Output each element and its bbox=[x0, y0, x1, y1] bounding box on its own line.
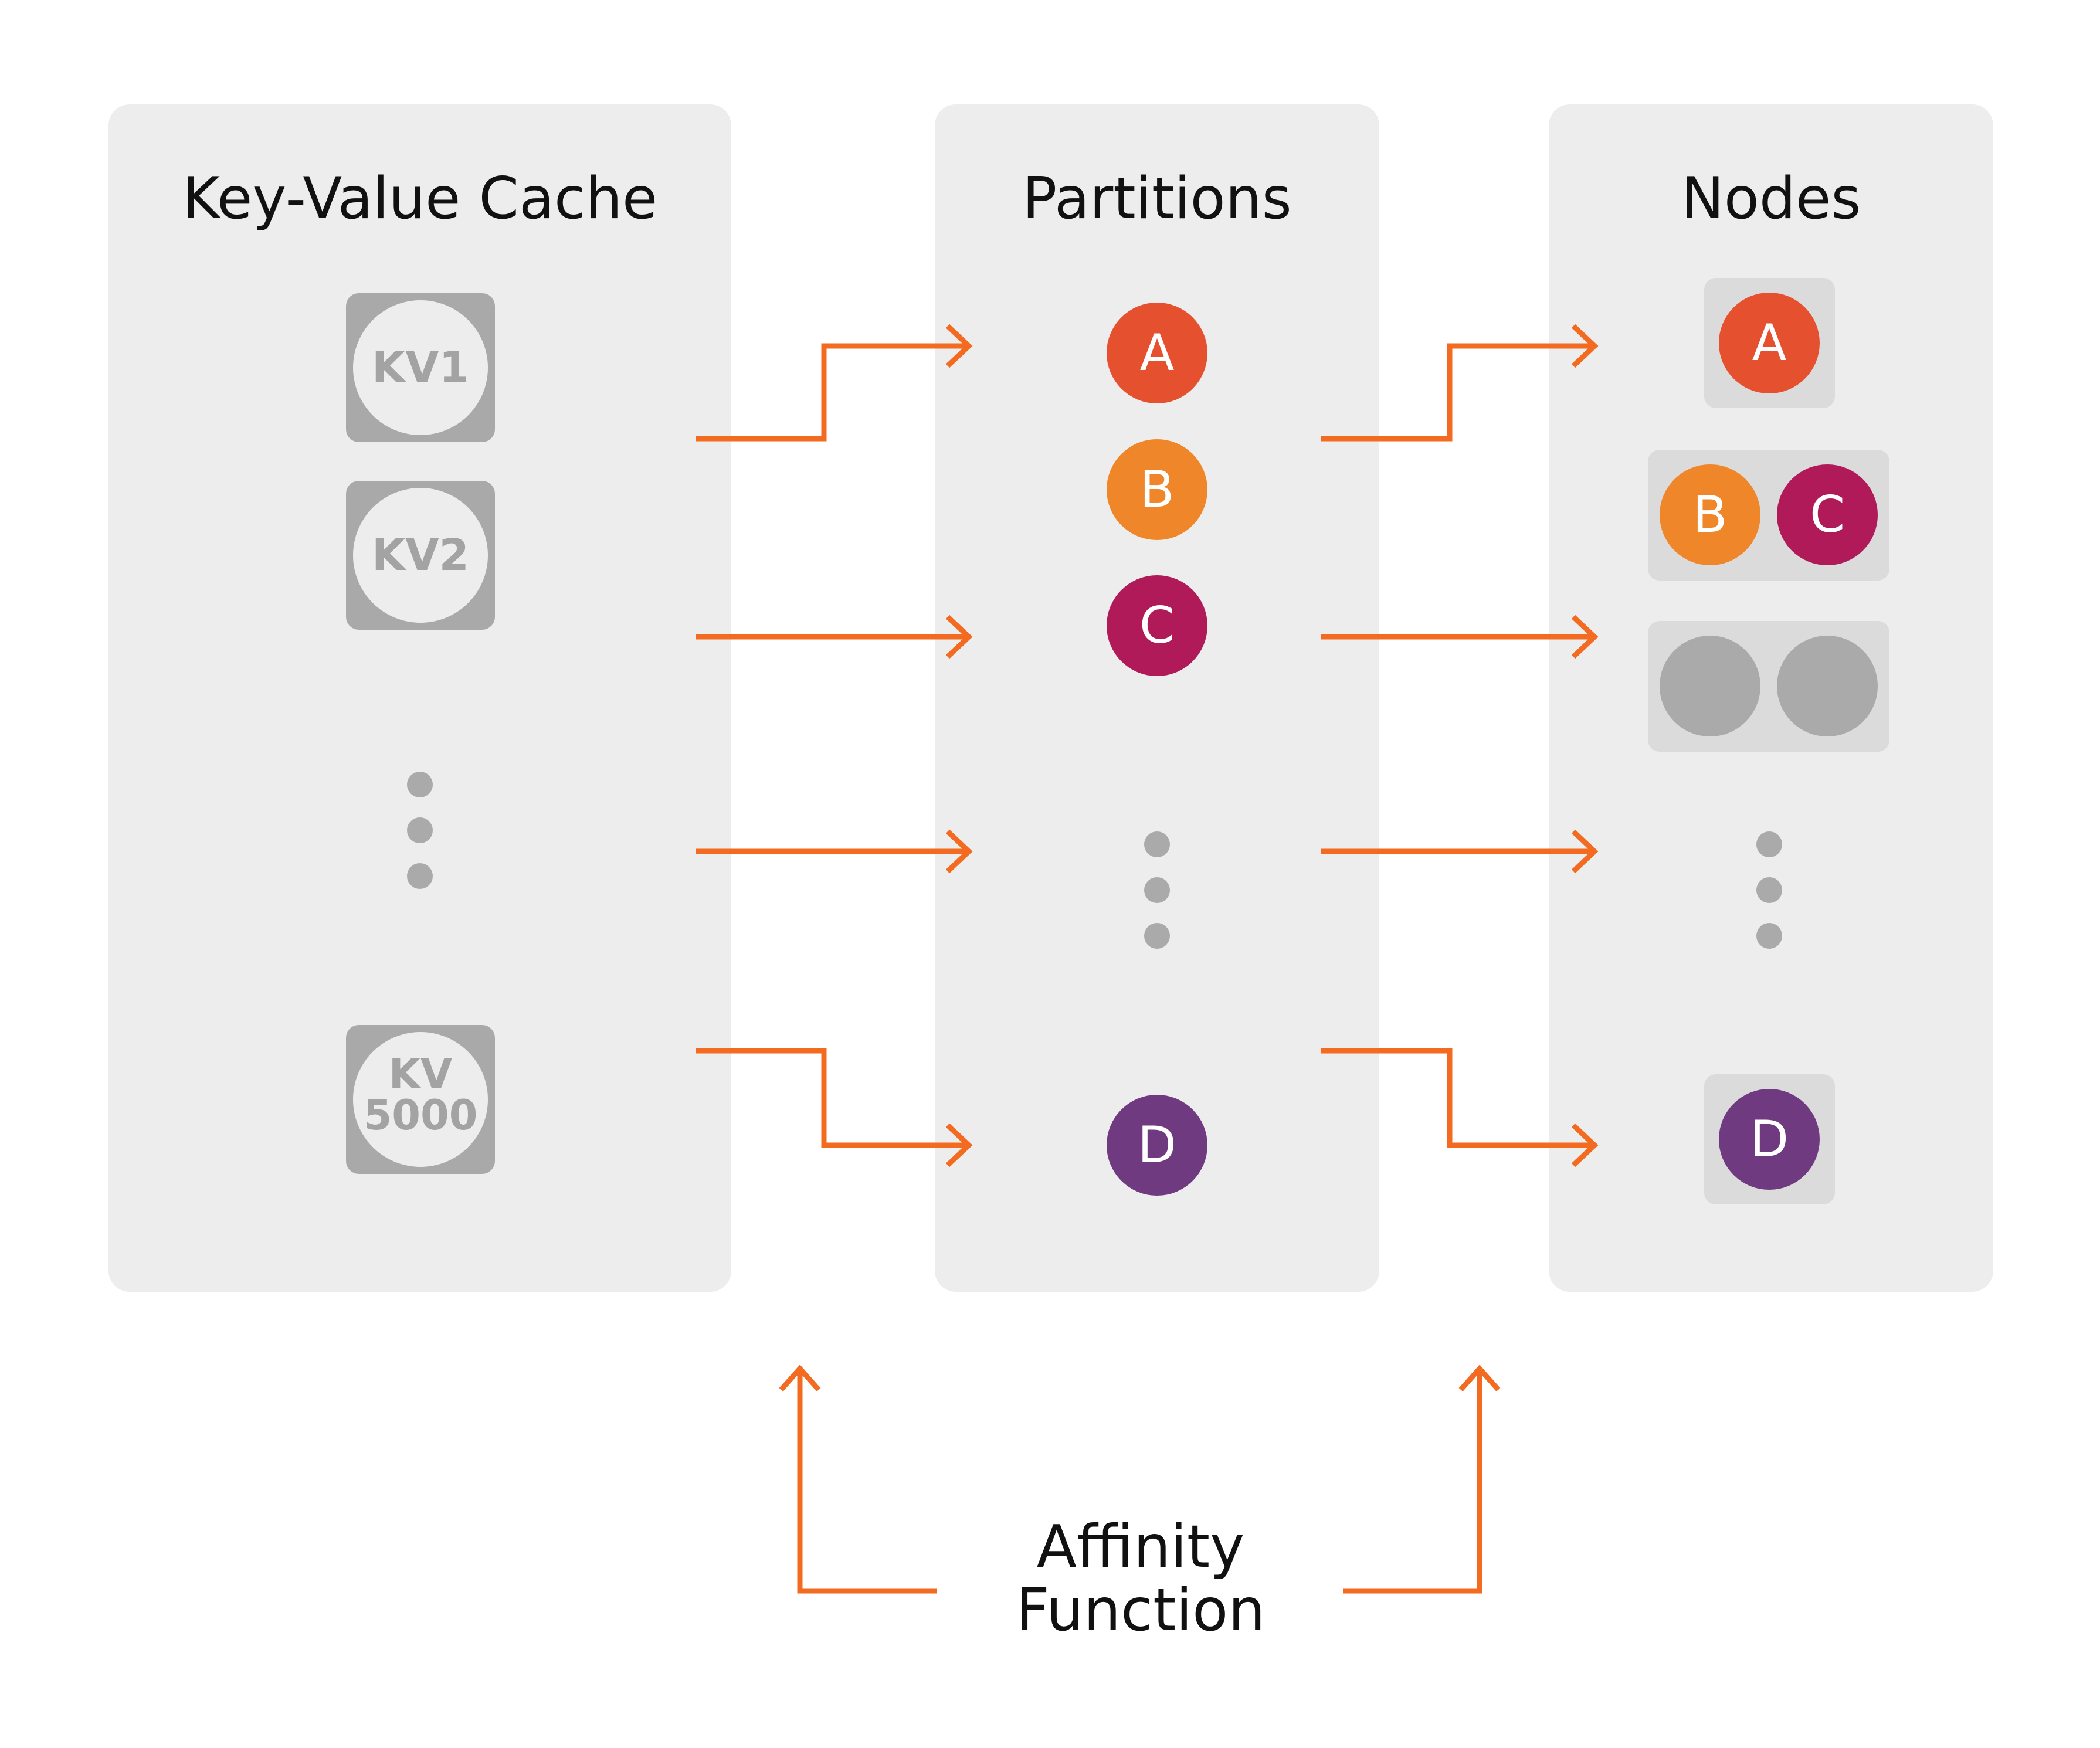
node-1-partition-a-label: A bbox=[1752, 314, 1787, 372]
node-3-empty-slot-2 bbox=[1777, 636, 1878, 736]
node-2-partition-c-label: C bbox=[1810, 486, 1845, 544]
arrow-to-node-ellipsis bbox=[1321, 829, 1599, 874]
affinity-label-line2: Function bbox=[1016, 1576, 1265, 1644]
key-label-kv1: KV1 bbox=[372, 342, 469, 393]
arrow-to-partition-ellipsis bbox=[696, 829, 973, 874]
key-label-kv5000-line2: 5000 bbox=[364, 1091, 478, 1139]
arrow-to-partition-c bbox=[696, 615, 973, 659]
node-3 bbox=[1648, 621, 1889, 752]
cache-title: Key-Value Cache bbox=[182, 165, 658, 232]
partitions-title: Partitions bbox=[1022, 165, 1291, 232]
key-entry-kv2: KV2 bbox=[346, 481, 495, 630]
partition-c-label: C bbox=[1139, 596, 1175, 655]
partition-ellipsis bbox=[1144, 831, 1170, 949]
partition-b-label: B bbox=[1140, 460, 1175, 519]
node-4: D bbox=[1704, 1074, 1835, 1204]
partition-d: D bbox=[1107, 1095, 1207, 1196]
arrow-partition-a-to-node-1 bbox=[1321, 324, 1599, 442]
partitions-panel bbox=[935, 104, 1379, 1292]
node-2: B C bbox=[1648, 450, 1889, 581]
affinity-arrow-right bbox=[1343, 1365, 1501, 1594]
arrow-kv5000-to-partition-d bbox=[696, 1048, 973, 1167]
node-3-empty-slot-1 bbox=[1660, 636, 1760, 736]
key-label-kv5000-line1: KV bbox=[389, 1050, 452, 1098]
node-1: A bbox=[1704, 278, 1835, 408]
affinity-arrow-left bbox=[779, 1365, 937, 1594]
key-entry-kv5000: KV 5000 bbox=[346, 1025, 495, 1174]
affinity-label-line1: Affinity bbox=[1037, 1512, 1245, 1581]
arrow-partition-d-to-node-4 bbox=[1321, 1048, 1599, 1167]
partition-a: A bbox=[1107, 303, 1207, 403]
key-label-kv2: KV2 bbox=[372, 530, 469, 581]
nodes-title: Nodes bbox=[1681, 165, 1861, 232]
partition-a-label: A bbox=[1140, 324, 1175, 382]
arrow-kv1-to-partition-a bbox=[696, 324, 973, 442]
key-ellipsis bbox=[407, 772, 433, 889]
partition-b: B bbox=[1107, 439, 1207, 540]
node-ellipsis bbox=[1756, 831, 1782, 949]
partition-d-label: D bbox=[1138, 1116, 1176, 1175]
key-entry-kv1: KV1 bbox=[346, 293, 495, 442]
cache-panel bbox=[108, 104, 731, 1292]
arrow-to-node-3 bbox=[1321, 615, 1599, 659]
node-4-partition-d-label: D bbox=[1750, 1110, 1789, 1169]
node-2-partition-b-label: B bbox=[1693, 486, 1728, 544]
partition-c: C bbox=[1107, 575, 1207, 676]
